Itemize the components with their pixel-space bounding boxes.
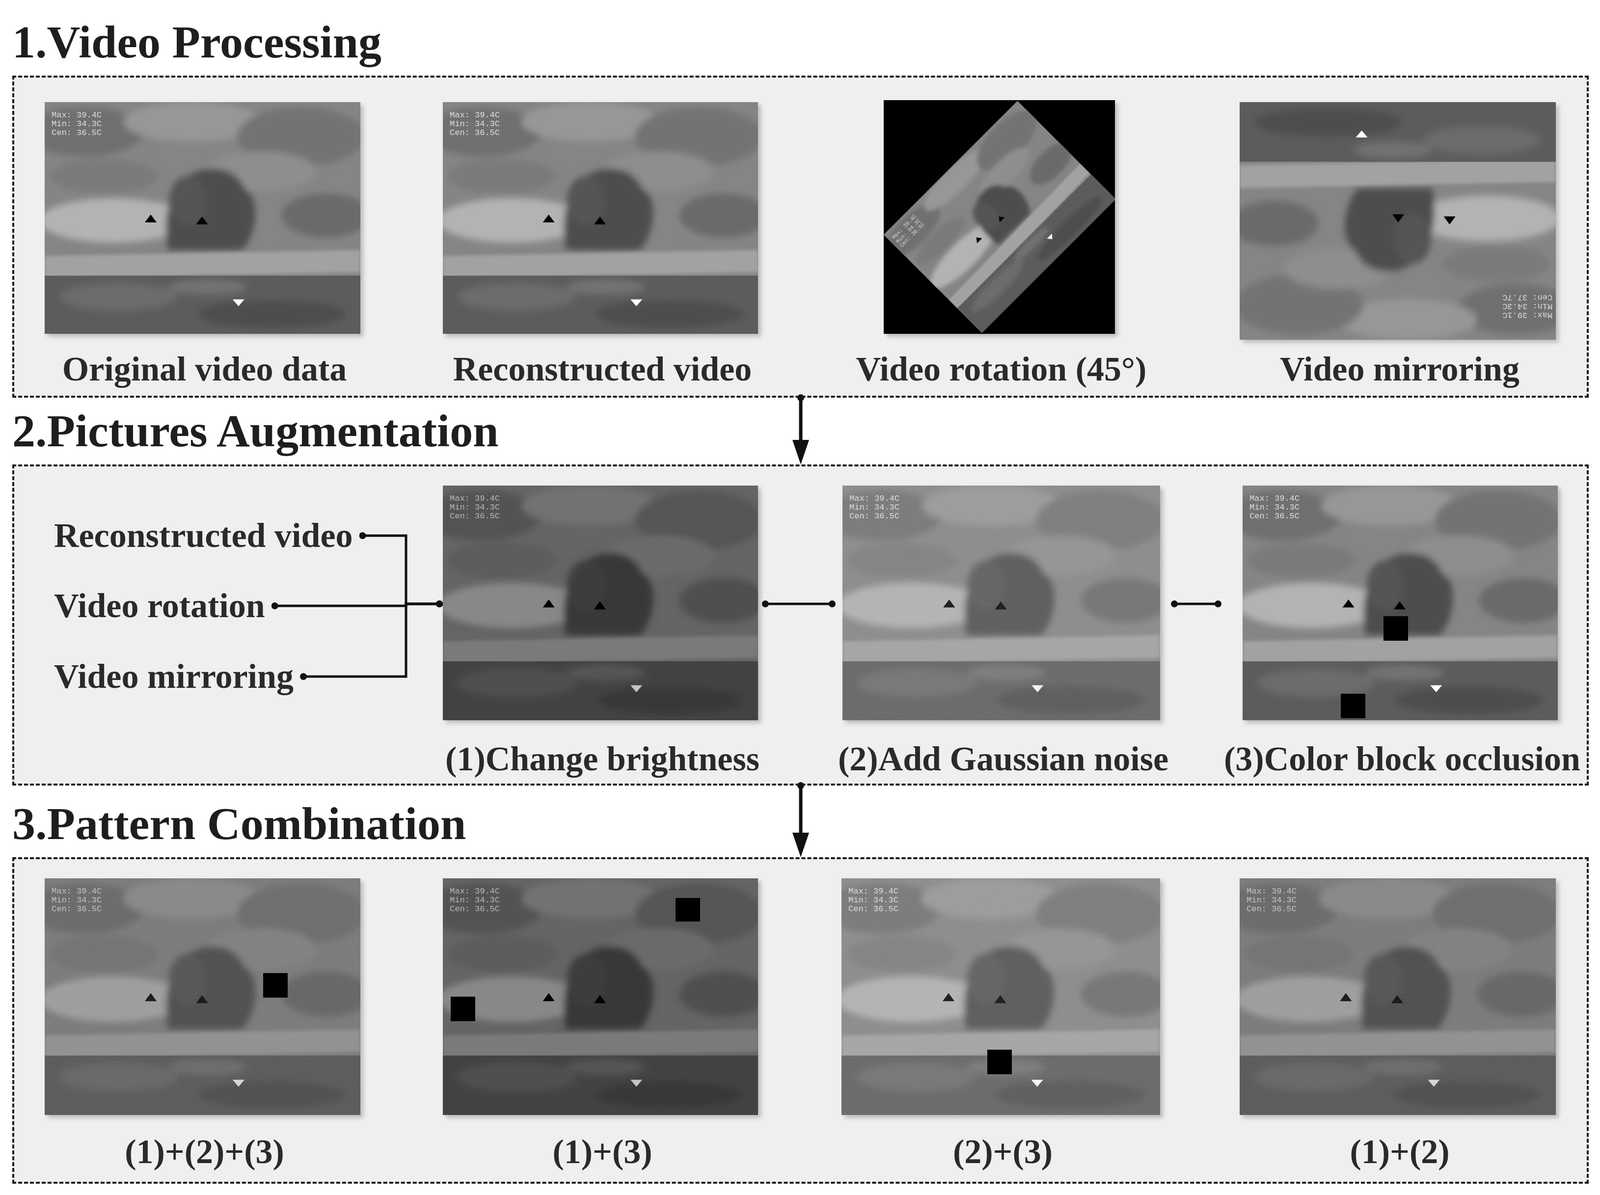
combined-image (25, 878, 371, 1115)
image-node: (2)Add Gaussian noise (834, 487, 1173, 781)
image-caption: Reconstructed video (444, 349, 760, 389)
section-heading: 1.Video Processing (12, 18, 382, 65)
camera-readout: Max: 39.4C Min: 34.3C Cen: 36.5C (449, 494, 505, 521)
thermal-image (423, 485, 768, 721)
occlusion-block (987, 1049, 1012, 1075)
node-text: Reconstructed video (54, 515, 353, 557)
camera-readout: Max: 39.4C Min: 34.3C Cen: 36.5C (51, 110, 107, 138)
section-panel: 2.Pictures AugmentationReconstructed vid… (12, 464, 1589, 786)
thermal-image (822, 485, 1171, 721)
thermal-image (883, 100, 1115, 334)
image-caption: (1)+(3) (444, 1132, 760, 1172)
image-caption: Original video data (46, 349, 363, 389)
image-caption: (3)Color block occlusion (1220, 739, 1585, 779)
panel-fill (12, 464, 1589, 786)
thermal-image (423, 878, 768, 1115)
text-node: Reconstructed video (54, 515, 357, 557)
image-caption: Video rotation (45°) (852, 349, 1151, 389)
camera-readout: Max: 39.4C Min: 34.3C Cen: 36.5C (449, 887, 505, 914)
image-node: Video mirroring (1241, 104, 1558, 391)
camera-readout: Max: 39.4C Min: 34.3C Cen: 36.5C (1246, 887, 1302, 914)
connector (362, 535, 440, 604)
image-caption: (1)Change brightness (441, 739, 764, 779)
image-node: Reconstructed video (444, 104, 760, 391)
section-panel: 1.Video ProcessingOriginal video dataRec… (12, 75, 1589, 398)
text-node: Video mirroring (54, 655, 298, 698)
thermal-image (423, 102, 768, 334)
image-caption: (2)Add Gaussian noise (834, 739, 1173, 779)
connector (799, 397, 803, 440)
panel-fill (12, 75, 1589, 398)
section-heading: 2.Pictures Augmentation (12, 407, 499, 454)
connector (274, 603, 440, 606)
combined-image (1220, 878, 1566, 1115)
gaussian-noise (841, 878, 1161, 1115)
connector (1174, 602, 1219, 606)
brightness-image (423, 485, 768, 721)
connector (765, 602, 833, 606)
image-caption: (1)+(2) (1241, 1132, 1558, 1172)
image-node: Video rotation (45°) (852, 102, 1151, 391)
thermal-image (1229, 102, 1576, 340)
camera-readout: Max: 39.4C Min: 34.3C Cen: 36.5C (849, 494, 905, 521)
combined-image (423, 878, 768, 1115)
occlusion-block (1383, 616, 1409, 641)
camera-readout: Max: 39.4C Min: 34.3C Cen: 36.5C (848, 887, 904, 914)
camera-readout: Max: 39.1C Min: 34.3C Cen: 37.7C (1497, 292, 1553, 320)
occlusion-block (675, 897, 701, 922)
image-node: (2)+(3) (843, 880, 1163, 1174)
image-node: Original video data (46, 104, 363, 391)
gaussian-noise (1239, 878, 1556, 1115)
camera-readout: Max: 39.4C Min: 34.3C Cen: 36.5C (891, 211, 929, 249)
image-node: (1)+(3) (444, 880, 760, 1174)
connector (303, 603, 440, 677)
gaussian-noise (44, 878, 361, 1115)
rotated-image (883, 100, 1115, 334)
image-node: (1)+(2)+(3) (46, 880, 363, 1174)
image-caption: Video mirroring (1241, 349, 1558, 389)
node-text: Video rotation (54, 585, 266, 627)
camera-readout: Max: 39.4C Min: 34.3C Cen: 36.5C (51, 887, 107, 914)
image-node: (3)Color block occlusion (1220, 487, 1585, 781)
thermal-image (25, 102, 371, 334)
image-node: (1)Change brightness (441, 487, 764, 781)
image-caption: (1)+(2)+(3) (46, 1132, 363, 1172)
camera-readout: Max: 39.4C Min: 34.3C Cen: 36.5C (1249, 494, 1305, 521)
node-text: Video mirroring (54, 655, 294, 698)
gaussian-noise (842, 485, 1161, 721)
camera-readout: Max: 39.4C Min: 34.3C Cen: 36.5C (449, 110, 505, 138)
occlusion-block (1340, 693, 1366, 719)
occlusion-block (450, 996, 476, 1022)
image-caption: (2)+(3) (843, 1132, 1163, 1172)
text-node: Video rotation (54, 585, 270, 627)
thermal-image (821, 878, 1170, 1115)
thermal-image (1222, 485, 1568, 721)
connector (799, 785, 803, 833)
occlusion-block (263, 973, 288, 998)
image-node: (1)+(2) (1241, 880, 1558, 1174)
thermal-image (1220, 878, 1566, 1115)
thermal-image (25, 878, 371, 1115)
section-heading: 3.Pattern Combination (12, 800, 466, 847)
panel-fill (12, 857, 1589, 1184)
section-panel: 3.Pattern Combination(1)+(2)+(3)(1)+(3)(… (12, 857, 1589, 1184)
